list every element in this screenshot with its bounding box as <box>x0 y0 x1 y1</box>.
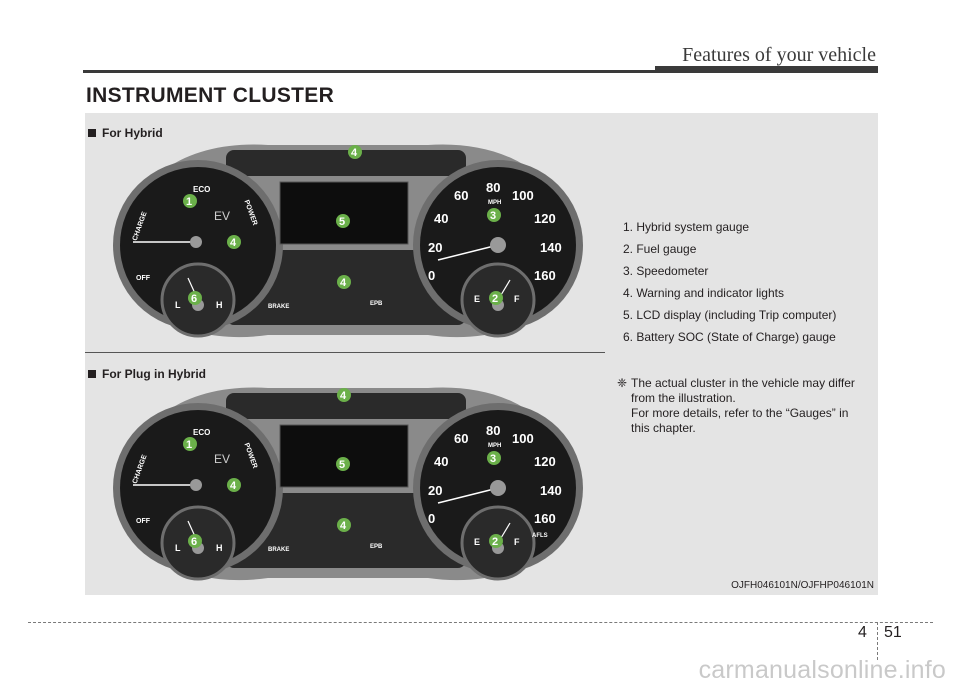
image-code: OJFH046101N/OJFHP046101N <box>731 580 874 591</box>
callout-4: 4 <box>340 277 347 289</box>
legend-item: 1. Hybrid system gauge <box>623 220 750 234</box>
callout-4: 4 <box>340 520 347 532</box>
callout-2: 2 <box>492 536 498 548</box>
panel-divider <box>85 352 605 353</box>
callout-6: 6 <box>191 293 197 305</box>
label-fuel-h: H <box>216 300 223 310</box>
note-line-4: this chapter. <box>631 421 696 435</box>
callout-5: 5 <box>339 459 345 471</box>
callout-4: 4 <box>230 237 237 249</box>
cluster-illustration-hybrid: ECO CHARGE POWER OFF EV L H 0 20 40 60 8… <box>113 144 583 338</box>
note: ❈The actual cluster in the vehicle may d… <box>617 376 867 436</box>
footer-rule <box>28 622 933 623</box>
label-ev: EV <box>214 209 230 223</box>
note-line-3: For more details, refer to the “Gauges” … <box>631 406 849 420</box>
callout-2: 2 <box>492 293 498 305</box>
callout-5: 5 <box>339 216 345 228</box>
label-brake: BRAKE <box>268 547 289 553</box>
speed-60: 60 <box>454 188 468 203</box>
label-epb: EPB <box>370 301 383 307</box>
speed-40: 40 <box>434 211 448 226</box>
callout-4: 4 <box>351 147 358 159</box>
callout-4: 4 <box>340 390 347 402</box>
legend-item: 5. LCD display (including Trip computer) <box>623 308 837 322</box>
label-mph: MPH <box>488 443 501 449</box>
legend-list: 1. Hybrid system gauge 2. Fuel gauge 3. … <box>623 216 836 348</box>
speed-0: 0 <box>428 268 435 283</box>
callout-6: 6 <box>191 536 197 548</box>
label-afls: AFLS <box>532 533 548 539</box>
chapter-number: 4 <box>858 624 867 641</box>
callout-1: 1 <box>186 196 192 208</box>
watermark: carmanualsonline.info <box>698 656 946 684</box>
callout-3: 3 <box>490 210 496 222</box>
label-gauge-e: E <box>474 537 480 547</box>
label-mph: MPH <box>488 200 501 206</box>
label-eco: ECO <box>193 185 210 194</box>
note-symbol: ❈ <box>617 376 628 390</box>
variant-label-hybrid: For Hybrid <box>88 126 163 140</box>
speed-100: 100 <box>512 188 534 203</box>
speed-140: 140 <box>540 240 562 255</box>
label-fuel-l: L <box>175 300 181 310</box>
speed-160: 160 <box>534 268 556 283</box>
note-line-1: The actual cluster in the vehicle may di… <box>631 376 855 390</box>
legend-item: 4. Warning and indicator lights <box>623 286 784 300</box>
speed-60: 60 <box>454 431 468 446</box>
speed-160: 160 <box>534 511 556 526</box>
header-rule-accent <box>655 66 878 73</box>
page-separator <box>877 622 878 660</box>
label-gauge-f: F <box>514 294 520 304</box>
callout-1: 1 <box>186 439 192 451</box>
label-fuel-h: H <box>216 543 223 553</box>
speed-140: 140 <box>540 483 562 498</box>
note-line-2: from the illustration. <box>631 391 736 405</box>
legend-item: 3. Speedometer <box>623 264 709 278</box>
label-gauge-f: F <box>514 537 520 547</box>
label-brake: BRAKE <box>268 304 289 310</box>
label-epb: EPB <box>370 544 383 550</box>
page-number: 51 <box>884 624 902 641</box>
cluster-illustration-plugin-hybrid: ECO CHARGE POWER OFF EV L H 0 20 40 60 8… <box>113 387 583 581</box>
section-title: INSTRUMENT CLUSTER <box>86 84 335 107</box>
legend-item: 2. Fuel gauge <box>623 242 697 256</box>
label-eco: ECO <box>193 428 210 437</box>
header-title: Features of your vehicle <box>682 44 876 66</box>
speed-80: 80 <box>486 423 500 438</box>
speed-80: 80 <box>486 180 500 195</box>
label-fuel-l: L <box>175 543 181 553</box>
speed-120: 120 <box>534 454 556 469</box>
callout-3: 3 <box>490 453 496 465</box>
speed-40: 40 <box>434 454 448 469</box>
speed-120: 120 <box>534 211 556 226</box>
label-gauge-e: E <box>474 294 480 304</box>
speed-100: 100 <box>512 431 534 446</box>
label-ev: EV <box>214 452 230 466</box>
speed-0: 0 <box>428 511 435 526</box>
callout-4: 4 <box>230 480 237 492</box>
header-rule <box>83 70 878 73</box>
speed-20: 20 <box>428 483 442 498</box>
speed-20: 20 <box>428 240 442 255</box>
label-off: OFF <box>136 518 151 525</box>
label-off: OFF <box>136 275 151 282</box>
legend-item: 6. Battery SOC (State of Charge) gauge <box>623 330 836 344</box>
variant-label-plugin-hybrid: For Plug in Hybrid <box>88 367 206 381</box>
